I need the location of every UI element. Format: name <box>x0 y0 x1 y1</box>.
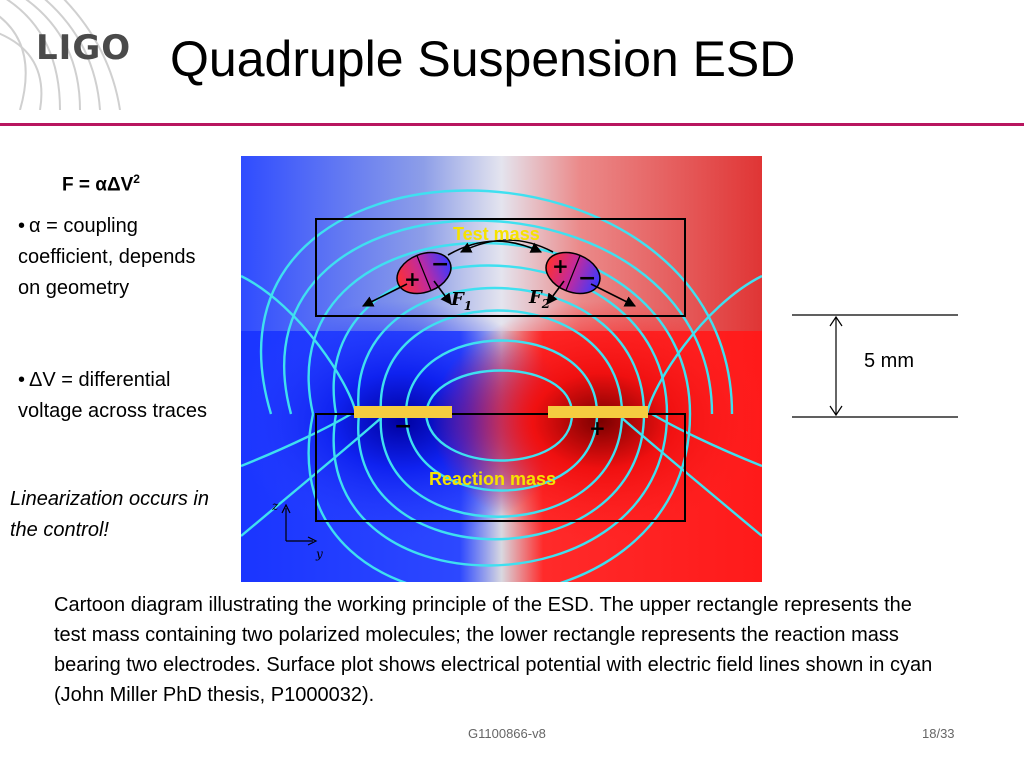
force-formula: F = αΔV2 <box>62 172 140 196</box>
document-id: G1100866-v8 <box>468 726 546 741</box>
molecule-left-plus: + <box>404 267 421 291</box>
esd-diagram: Test mass Reaction mass + − + − F1 F2 − … <box>241 156 762 582</box>
axis-z-label: z <box>271 499 279 513</box>
electrode-left-minus: − <box>394 414 412 439</box>
molecule-right-minus: − <box>578 266 596 291</box>
field-lines <box>241 189 762 582</box>
axes-indicator <box>281 503 318 546</box>
linearization-note: Linearization occurs in the control! <box>10 488 209 541</box>
scale-bar-label: 5 mm <box>864 350 914 372</box>
f2-letter: F <box>528 287 543 308</box>
molecule-left-minus: − <box>431 252 449 277</box>
test-mass-label: Test mass <box>453 224 540 244</box>
scale-bar <box>792 314 958 418</box>
slide-title: Quadruple Suspension ESD <box>170 31 796 87</box>
bullet-text: α = coupling coefficient, depends on geo… <box>18 215 196 299</box>
title-divider <box>0 123 1024 126</box>
molecule-left <box>396 251 452 295</box>
f1-letter: F <box>450 289 465 310</box>
bullet-delta-v: •ΔV = differential voltage across traces <box>18 365 223 427</box>
bullet-dot: • <box>18 215 26 237</box>
reaction-mass-outline <box>315 413 686 522</box>
bullet-dot: • <box>18 369 26 391</box>
force-arrows <box>361 239 637 307</box>
force-label-f2: F2 <box>528 287 550 311</box>
bullet-alpha: •α = coupling coefficient, depends on ge… <box>18 211 223 304</box>
f1-subscript: 1 <box>464 299 472 313</box>
formula-exponent: 2 <box>133 172 140 186</box>
electrode-right-plus: + <box>589 416 606 440</box>
reaction-mass-label: Reaction mass <box>429 469 556 489</box>
formula-text: F = αΔV <box>62 174 134 196</box>
electrode-left <box>354 406 452 418</box>
ligo-logo: LIGO <box>36 28 132 68</box>
test-mass-outline <box>315 218 686 317</box>
f2-subscript: 2 <box>541 297 550 311</box>
bullet-text: ΔV = differential voltage across traces <box>18 369 207 422</box>
molecule-right <box>545 251 601 295</box>
force-label-f1: F1 <box>450 289 472 313</box>
molecule-right-plus: + <box>552 254 569 278</box>
axis-y-label: y <box>315 547 323 561</box>
electrode-right <box>548 406 648 418</box>
logo-background-pattern <box>0 0 121 110</box>
figure-caption: Cartoon diagram illustrating the working… <box>54 594 933 706</box>
page-number: 18/33 <box>922 726 955 741</box>
